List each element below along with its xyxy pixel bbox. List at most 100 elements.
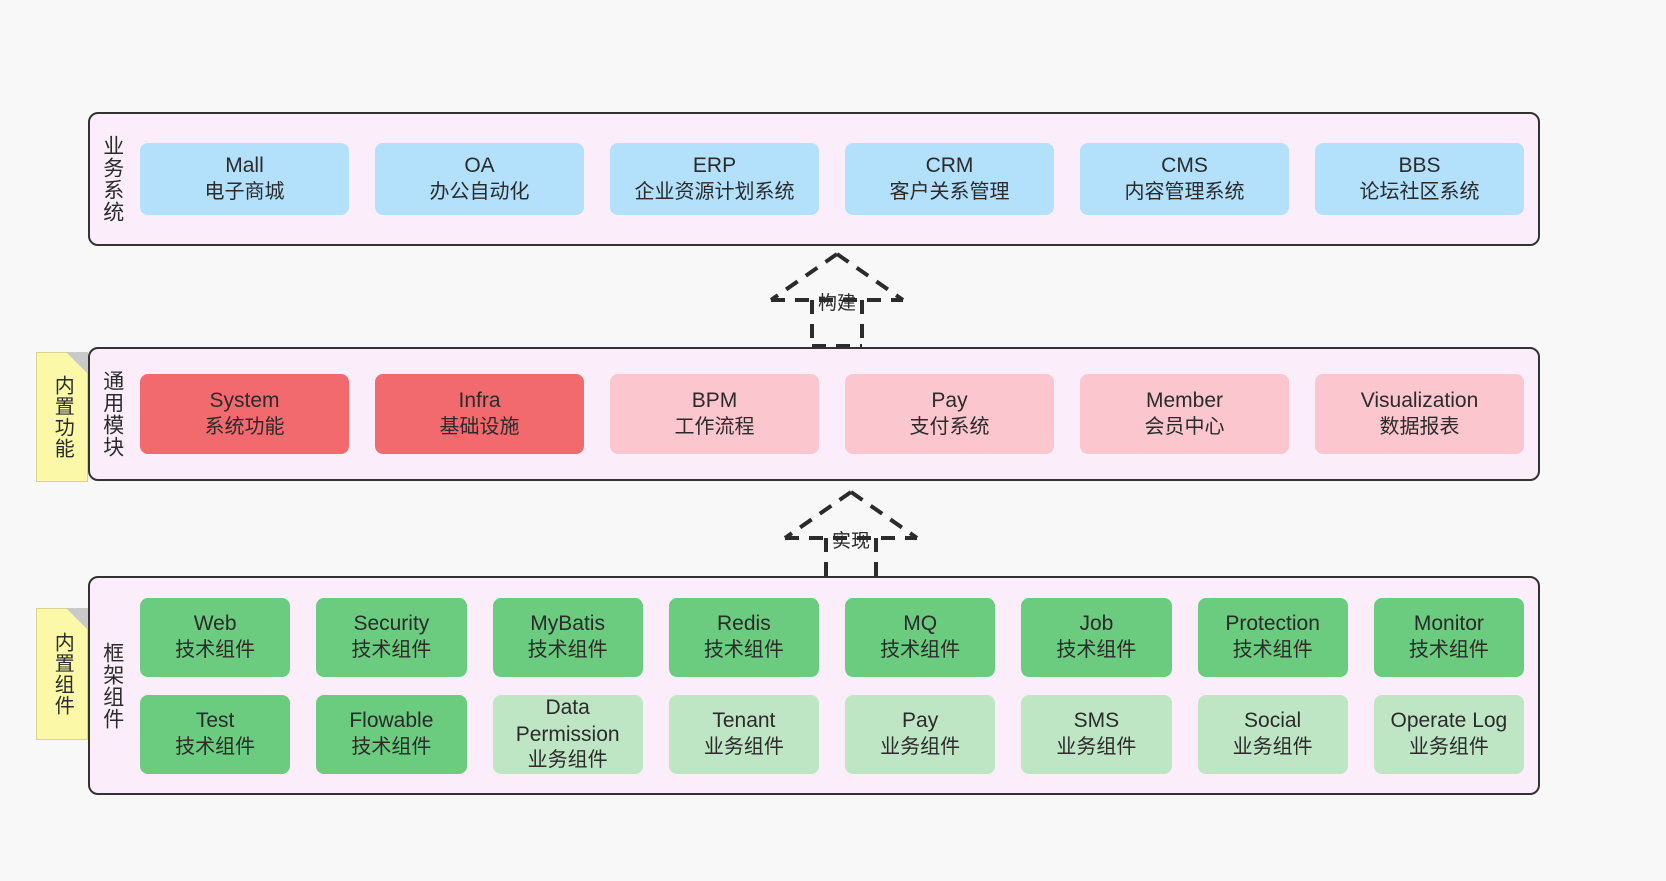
card-title-en: Job — [1079, 612, 1114, 636]
card-title-cn: 业务组件 — [1232, 735, 1313, 758]
note-builtin-function: 内置功能 — [36, 352, 88, 482]
card-title-cn: 技术组件 — [880, 638, 961, 661]
card-title-en: Monitor — [1413, 612, 1484, 636]
card-title-cn: 技术组件 — [175, 735, 256, 758]
card-title-cn: 业务组件 — [1408, 735, 1489, 758]
note-builtin-component-label: 内置组件 — [51, 632, 74, 716]
card-title-en: MQ — [903, 612, 938, 636]
card-title-cn: 技术组件 — [351, 735, 432, 758]
card-title-en: Social — [1244, 709, 1302, 733]
card-title-en: Redis — [717, 612, 771, 636]
card-title-en: BPM — [691, 389, 738, 413]
card-title-cn: 基础设施 — [439, 415, 520, 438]
card-title-cn: 工作流程 — [674, 415, 755, 438]
card-title-cn: 办公自动化 — [429, 180, 530, 203]
card-title-cn: 论坛社区系统 — [1359, 180, 1480, 203]
card-title-en: Mall — [225, 154, 264, 178]
card-title-cn: 技术组件 — [1056, 638, 1137, 661]
card-title-en: Member — [1145, 389, 1224, 413]
card-title-cn: 技术组件 — [527, 638, 608, 661]
card-title-en: Protection — [1225, 612, 1320, 636]
card-title-en: SMS — [1073, 709, 1120, 733]
card-title-cn: 企业资源计划系统 — [634, 180, 795, 203]
layer-title-common-module: 通用模块 — [100, 370, 124, 458]
card-title-en: Operate Log — [1390, 709, 1508, 733]
card-title-en: Tenant — [712, 709, 776, 733]
card-title-cn: 系统功能 — [204, 415, 285, 438]
card-title-cn: 技术组件 — [1408, 638, 1489, 661]
card-title-en: Pay — [902, 709, 939, 733]
note-builtin-function-label: 内置功能 — [51, 375, 74, 459]
card-title-en: Security — [353, 612, 430, 636]
card-title-en: Web — [193, 612, 237, 636]
arrow-realize: 实现 — [766, 486, 936, 586]
card-title-en: MyBatis — [530, 612, 605, 636]
card-title-cn: 业务组件 — [1056, 735, 1137, 758]
arrow-realize-label: 实现 — [832, 531, 871, 552]
arrow-build: 构建 — [752, 248, 922, 348]
card-title-cn: 技术组件 — [1232, 638, 1313, 661]
card-title-cn: 数据报表 — [1379, 415, 1460, 438]
layer-title-framework-component: 框架组件 — [100, 641, 124, 730]
card-title-cn: 技术组件 — [703, 638, 784, 661]
card-title-en: Test — [195, 709, 235, 733]
card-title-cn: 业务组件 — [703, 735, 784, 758]
card-title-cn: 会员中心 — [1144, 415, 1225, 438]
card-title-en: Pay — [931, 389, 968, 413]
card-title-en: BBS — [1398, 154, 1441, 178]
card-title-en: System — [209, 389, 280, 413]
card-title-cn: 内容管理系统 — [1124, 180, 1245, 203]
card-title-cn: 技术组件 — [175, 638, 256, 661]
card-title-en: CRM — [925, 154, 974, 178]
note-builtin-component: 内置组件 — [36, 608, 88, 740]
card-title-en: Infra — [458, 389, 501, 413]
card-title-en: OA — [464, 154, 495, 178]
card-title-cn: 支付系统 — [909, 415, 990, 438]
card-title-en: ERP — [692, 154, 737, 178]
card-title-en: Data Permission — [515, 696, 620, 746]
card-title-en: Flowable — [349, 709, 434, 733]
card-title-cn: 业务组件 — [527, 748, 608, 771]
card-title-cn: 技术组件 — [351, 638, 432, 661]
card-title-cn: 电子商城 — [204, 180, 285, 203]
